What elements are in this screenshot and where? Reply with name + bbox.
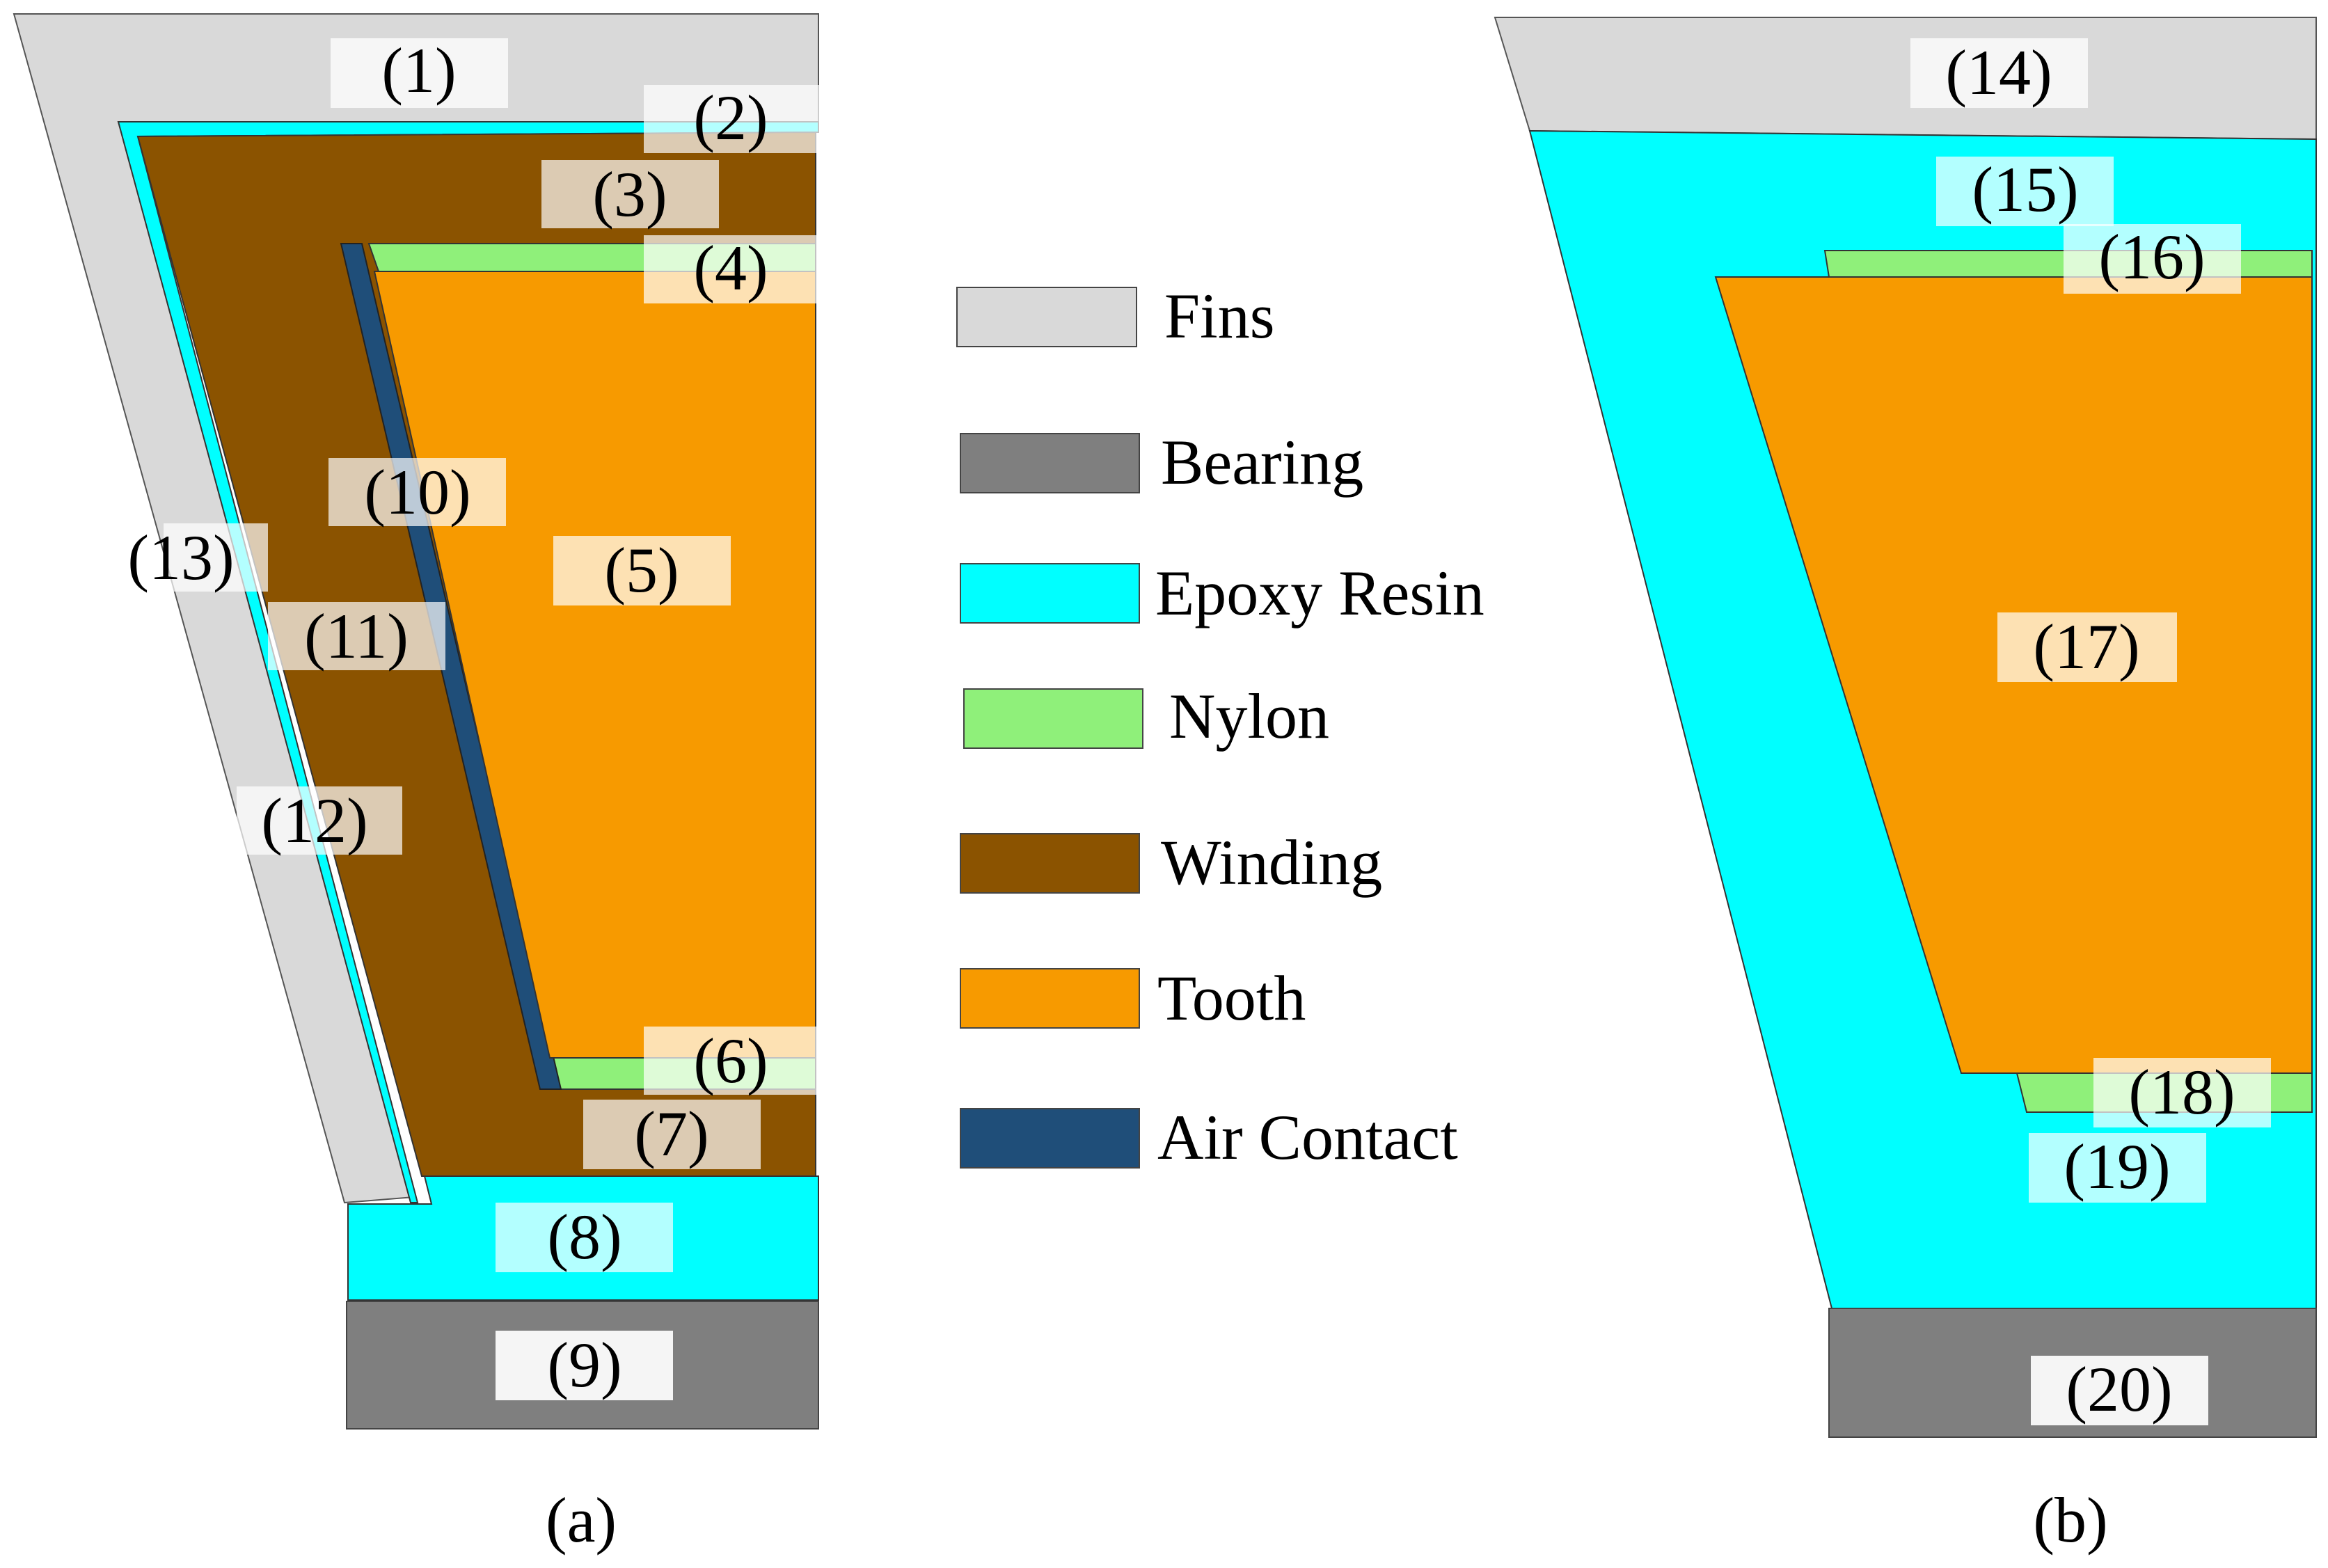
a-label-11: (11)	[268, 601, 445, 672]
svg-text:(14): (14)	[1945, 37, 2052, 108]
svg-text:Nylon: Nylon	[1169, 681, 1329, 752]
svg-text:(2): (2)	[693, 82, 768, 153]
svg-text:(4): (4)	[693, 232, 768, 303]
svg-text:(11): (11)	[304, 601, 409, 672]
b-label-17: (17)	[1997, 611, 2177, 682]
svg-text:(5): (5)	[604, 534, 679, 605]
b-label-19: (19)	[2029, 1131, 2206, 1203]
legend: Fins Bearing Epoxy Resin Nylon Winding T…	[956, 280, 1484, 1173]
svg-text:Winding: Winding	[1161, 827, 1382, 898]
svg-text:Bearing: Bearing	[1161, 427, 1363, 498]
legend-item-winding: Winding	[960, 827, 1382, 898]
svg-text:(9): (9)	[547, 1329, 621, 1400]
a-label-8: (8)	[496, 1201, 673, 1272]
b-label-18: (18)	[2093, 1056, 2271, 1127]
a-label-5: (5)	[553, 534, 731, 605]
legend-item-bearing: Bearing	[960, 427, 1363, 498]
svg-text:(1): (1)	[381, 35, 456, 106]
a-label-10: (10)	[328, 457, 506, 528]
a-label-9: (9)	[496, 1329, 673, 1400]
a-caption: (a)	[546, 1484, 617, 1555]
b-label-20: (20)	[2031, 1354, 2208, 1425]
b-label-14: (14)	[1910, 37, 2088, 108]
a-label-3: (3)	[541, 159, 719, 230]
legend-item-nylon: Nylon	[963, 681, 1329, 752]
a-label-1: (1)	[331, 35, 508, 108]
svg-text:(16): (16)	[2098, 221, 2205, 292]
b-label-16: (16)	[2064, 221, 2241, 294]
a-label-4: (4)	[644, 232, 819, 303]
a-label-2: (2)	[644, 82, 819, 153]
svg-text:(7): (7)	[634, 1098, 708, 1169]
b-caption: (b)	[2033, 1484, 2107, 1555]
legend-item-fins: Fins	[956, 280, 1275, 351]
panel-a: (1) (2) (3) (4) (5) (6) (7) (8)	[13, 13, 819, 1555]
svg-text:(15): (15)	[1972, 154, 2078, 225]
svg-text:(3): (3)	[592, 159, 667, 230]
a-label-13: (13)	[127, 522, 268, 593]
svg-text:Tooth: Tooth	[1157, 963, 1306, 1034]
svg-text:(18): (18)	[2128, 1056, 2235, 1127]
a-label-12: (12)	[237, 785, 402, 856]
svg-text:(8): (8)	[547, 1201, 621, 1272]
svg-text:Epoxy Resin: Epoxy Resin	[1155, 557, 1484, 628]
svg-text:(17): (17)	[2033, 611, 2139, 682]
svg-text:(6): (6)	[693, 1025, 768, 1096]
svg-text:Air Contact: Air Contact	[1157, 1102, 1458, 1173]
a-label-6: (6)	[644, 1025, 819, 1096]
legend-item-epoxy: Epoxy Resin	[960, 557, 1484, 628]
b-fins-region	[1494, 17, 2317, 141]
legend-item-air: Air Contact	[960, 1102, 1458, 1173]
b-label-15: (15)	[1936, 154, 2114, 226]
svg-text:(12): (12)	[261, 785, 367, 856]
svg-text:Fins: Fins	[1164, 280, 1275, 351]
panel-b: (14) (15) (16) (17) (18) (19) (20) (b)	[1494, 17, 2317, 1555]
svg-text:(10): (10)	[364, 457, 470, 528]
legend-item-tooth: Tooth	[960, 963, 1306, 1034]
svg-text:(13): (13)	[127, 522, 234, 593]
svg-text:(19): (19)	[2064, 1131, 2170, 1202]
a-air-contact	[340, 243, 562, 1090]
svg-text:(20): (20)	[2066, 1354, 2172, 1425]
a-label-7: (7)	[583, 1098, 761, 1169]
